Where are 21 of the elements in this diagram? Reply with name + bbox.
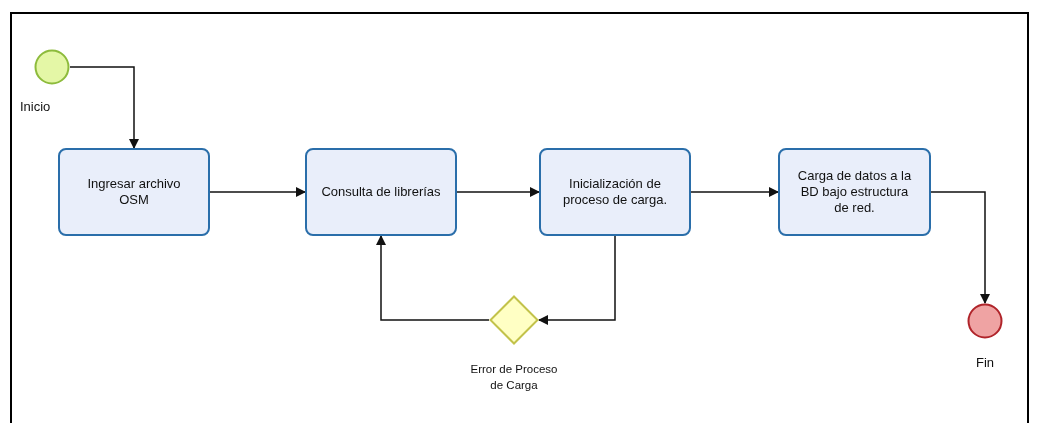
arrow <box>538 235 616 325</box>
process-box <box>778 148 931 236</box>
process-box <box>58 148 210 236</box>
arrow <box>209 187 306 197</box>
box-text: Inicialización de proceso de carga. <box>561 176 669 208</box>
process-box <box>305 148 457 236</box>
arrow <box>456 187 540 197</box>
box-text: Consulta de librerías <box>321 184 441 200</box>
box-text: Carga de datos a la BD bajo estructura de red. <box>796 168 913 216</box>
arrow <box>376 235 490 321</box>
gateway-diamond <box>489 295 539 345</box>
arrow <box>69 66 139 149</box>
end-event-circle <box>967 303 1003 339</box>
event-label: Fin <box>974 355 996 371</box>
start-event-circle <box>34 49 70 85</box>
box-text: Ingresar archivo OSM <box>86 176 182 208</box>
arrow <box>930 191 990 304</box>
arrow <box>690 187 779 197</box>
event-label: Inicio <box>20 99 52 115</box>
process-box <box>539 148 691 236</box>
event-label: Error de Proceso de Carga <box>469 362 559 393</box>
